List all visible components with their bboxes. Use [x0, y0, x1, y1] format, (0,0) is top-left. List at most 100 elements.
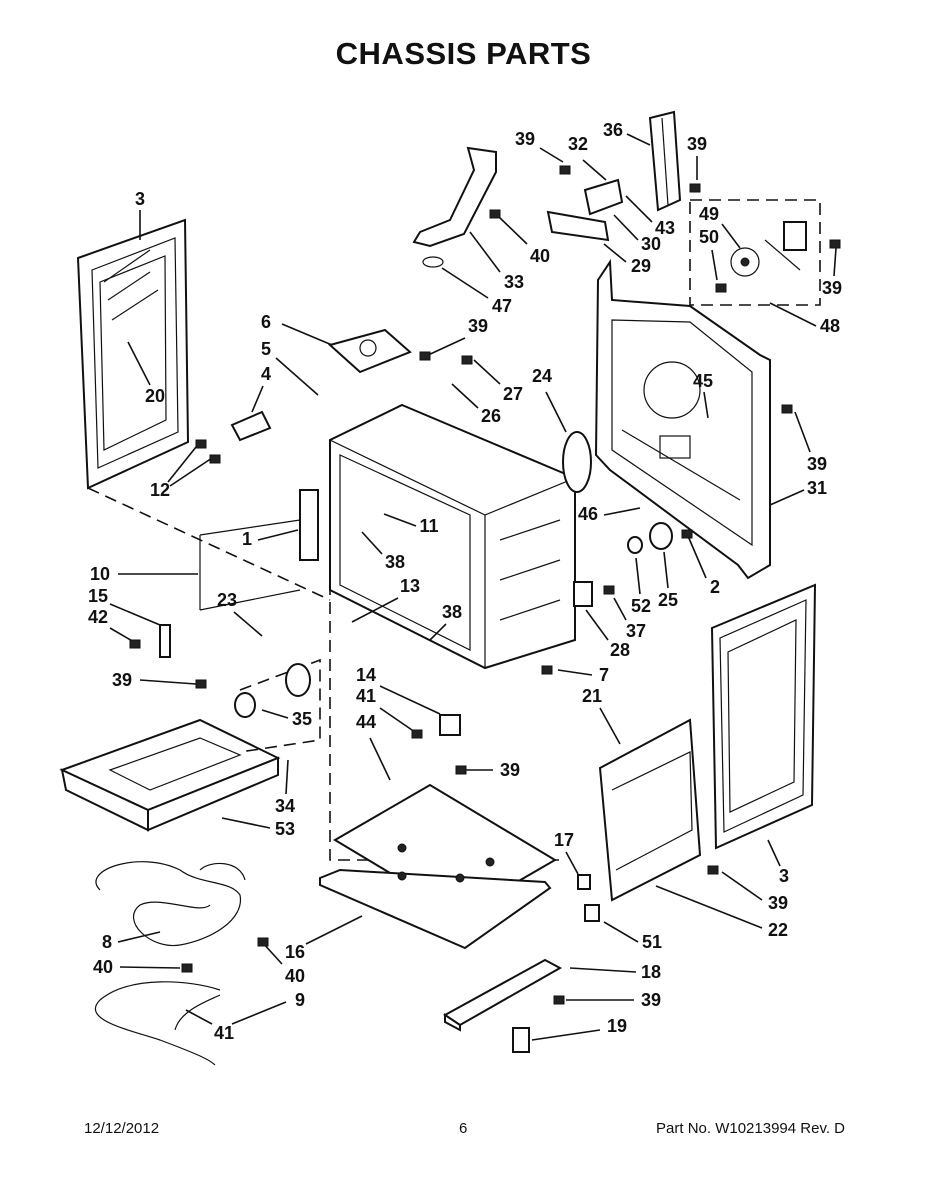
callout-38-b: 38 [442, 602, 462, 622]
callout-48: 48 [820, 316, 840, 336]
insulation-pad-51 [584, 904, 600, 922]
callout-9: 9 [295, 990, 305, 1010]
callout-30: 30 [641, 234, 661, 254]
burner-assembly [234, 658, 321, 753]
callout-39-g: 39 [500, 760, 520, 780]
leveling-rail [443, 958, 563, 1053]
callout-40-c: 40 [285, 966, 305, 986]
page-title: CHASSIS PARTS [335, 36, 592, 71]
hinge-lock-14 [439, 714, 461, 736]
callout-41-a: 41 [356, 686, 376, 706]
callout-37: 37 [626, 621, 646, 641]
callout-32: 32 [568, 134, 588, 154]
callout-33: 33 [504, 272, 524, 292]
callout-18: 18 [641, 962, 661, 982]
callout-17: 17 [554, 830, 574, 850]
footer-date: 12/12/2012 [84, 1120, 160, 1137]
callout-8: 8 [102, 932, 112, 952]
callout-29: 29 [631, 256, 651, 276]
callout-39-i: 39 [641, 990, 661, 1010]
callout-43: 43 [655, 218, 675, 238]
door-gasket-outline [329, 450, 560, 861]
callout-10: 10 [90, 564, 110, 584]
broiler-drawer [59, 718, 281, 832]
callout-5: 5 [261, 339, 271, 359]
broil-element [94, 981, 221, 1066]
callout-2: 2 [710, 577, 720, 597]
callout-39-b: 39 [515, 129, 535, 149]
bracket-36 [648, 110, 682, 212]
callout-14: 14 [356, 665, 376, 685]
rear-panel [594, 258, 771, 580]
gasket-24 [562, 431, 592, 493]
callout-51: 51 [642, 932, 662, 952]
callout-36: 36 [603, 120, 623, 140]
callout-21: 21 [582, 686, 602, 706]
callout-3-b: 3 [779, 866, 789, 886]
callout-19: 19 [607, 1016, 627, 1036]
callout-53: 53 [275, 819, 295, 839]
callout-15: 15 [88, 586, 108, 606]
callout-4: 4 [261, 364, 271, 384]
side-panel [598, 718, 702, 902]
callout-13: 13 [400, 576, 420, 596]
callout-11: 11 [419, 516, 438, 536]
oven-door-left [76, 218, 190, 490]
control-bracket-6 [327, 328, 412, 374]
callout-39-e: 39 [807, 454, 827, 474]
callout-39-h: 39 [768, 893, 788, 913]
callout-39-d: 39 [822, 278, 842, 298]
callout-16: 16 [285, 942, 305, 962]
grommet-25 [649, 522, 673, 550]
footer-page-number: 6 [459, 1120, 468, 1137]
callout-7: 7 [599, 665, 609, 685]
callout-47: 47 [492, 296, 512, 316]
callout-52: 52 [631, 596, 651, 616]
callout-38-a: 38 [385, 552, 405, 572]
bracket-1 [299, 489, 319, 561]
callout-22: 22 [768, 920, 788, 940]
callout-49: 49 [699, 204, 719, 224]
callout-50: 50 [699, 227, 719, 247]
vent-duct [412, 146, 497, 268]
foot-17 [577, 874, 591, 890]
callout-31: 31 [807, 478, 827, 498]
callout-46: 46 [578, 504, 598, 524]
callout-39-f: 39 [112, 670, 132, 690]
front-frame-outline [87, 487, 331, 601]
wiring-box-48 [689, 199, 821, 306]
bottom-plate [319, 783, 557, 950]
callout-45: 45 [693, 371, 713, 391]
callout-25: 25 [658, 590, 678, 610]
callout-20: 20 [145, 386, 165, 406]
oven-door-right [710, 583, 817, 850]
screws [129, 165, 841, 1005]
callout-39-c: 39 [687, 134, 707, 154]
callout-27: 27 [503, 384, 523, 404]
callout-12: 12 [150, 480, 170, 500]
callout-35: 35 [292, 709, 312, 729]
callout-44: 44 [356, 712, 376, 732]
callout-40-b: 40 [93, 957, 113, 977]
callout-24: 24 [532, 366, 552, 386]
callout-23: 23 [217, 590, 237, 610]
callout-42: 42 [88, 607, 108, 627]
clip-42 [159, 624, 171, 658]
callout-34: 34 [275, 796, 295, 816]
bracket-28 [573, 581, 593, 607]
callout-40-a: 40 [530, 246, 550, 266]
bake-element [95, 861, 246, 947]
terminal-block [546, 178, 624, 242]
callout-1: 1 [242, 529, 252, 549]
callout-6: 6 [261, 312, 271, 332]
hinge-4 [230, 410, 272, 442]
callout-labels: 3 20 6 5 4 12 39 27 26 24 39 32 36 39 43… [88, 120, 842, 1043]
callout-3: 3 [135, 189, 145, 209]
callout-41-b: 41 [214, 1023, 234, 1043]
gasket-10 [199, 519, 301, 611]
grommet-52 [627, 536, 643, 554]
footer-part-number: Part No. W10213994 Rev. D [656, 1120, 845, 1137]
callout-39-a: 39 [468, 316, 488, 336]
callout-28: 28 [610, 640, 630, 660]
